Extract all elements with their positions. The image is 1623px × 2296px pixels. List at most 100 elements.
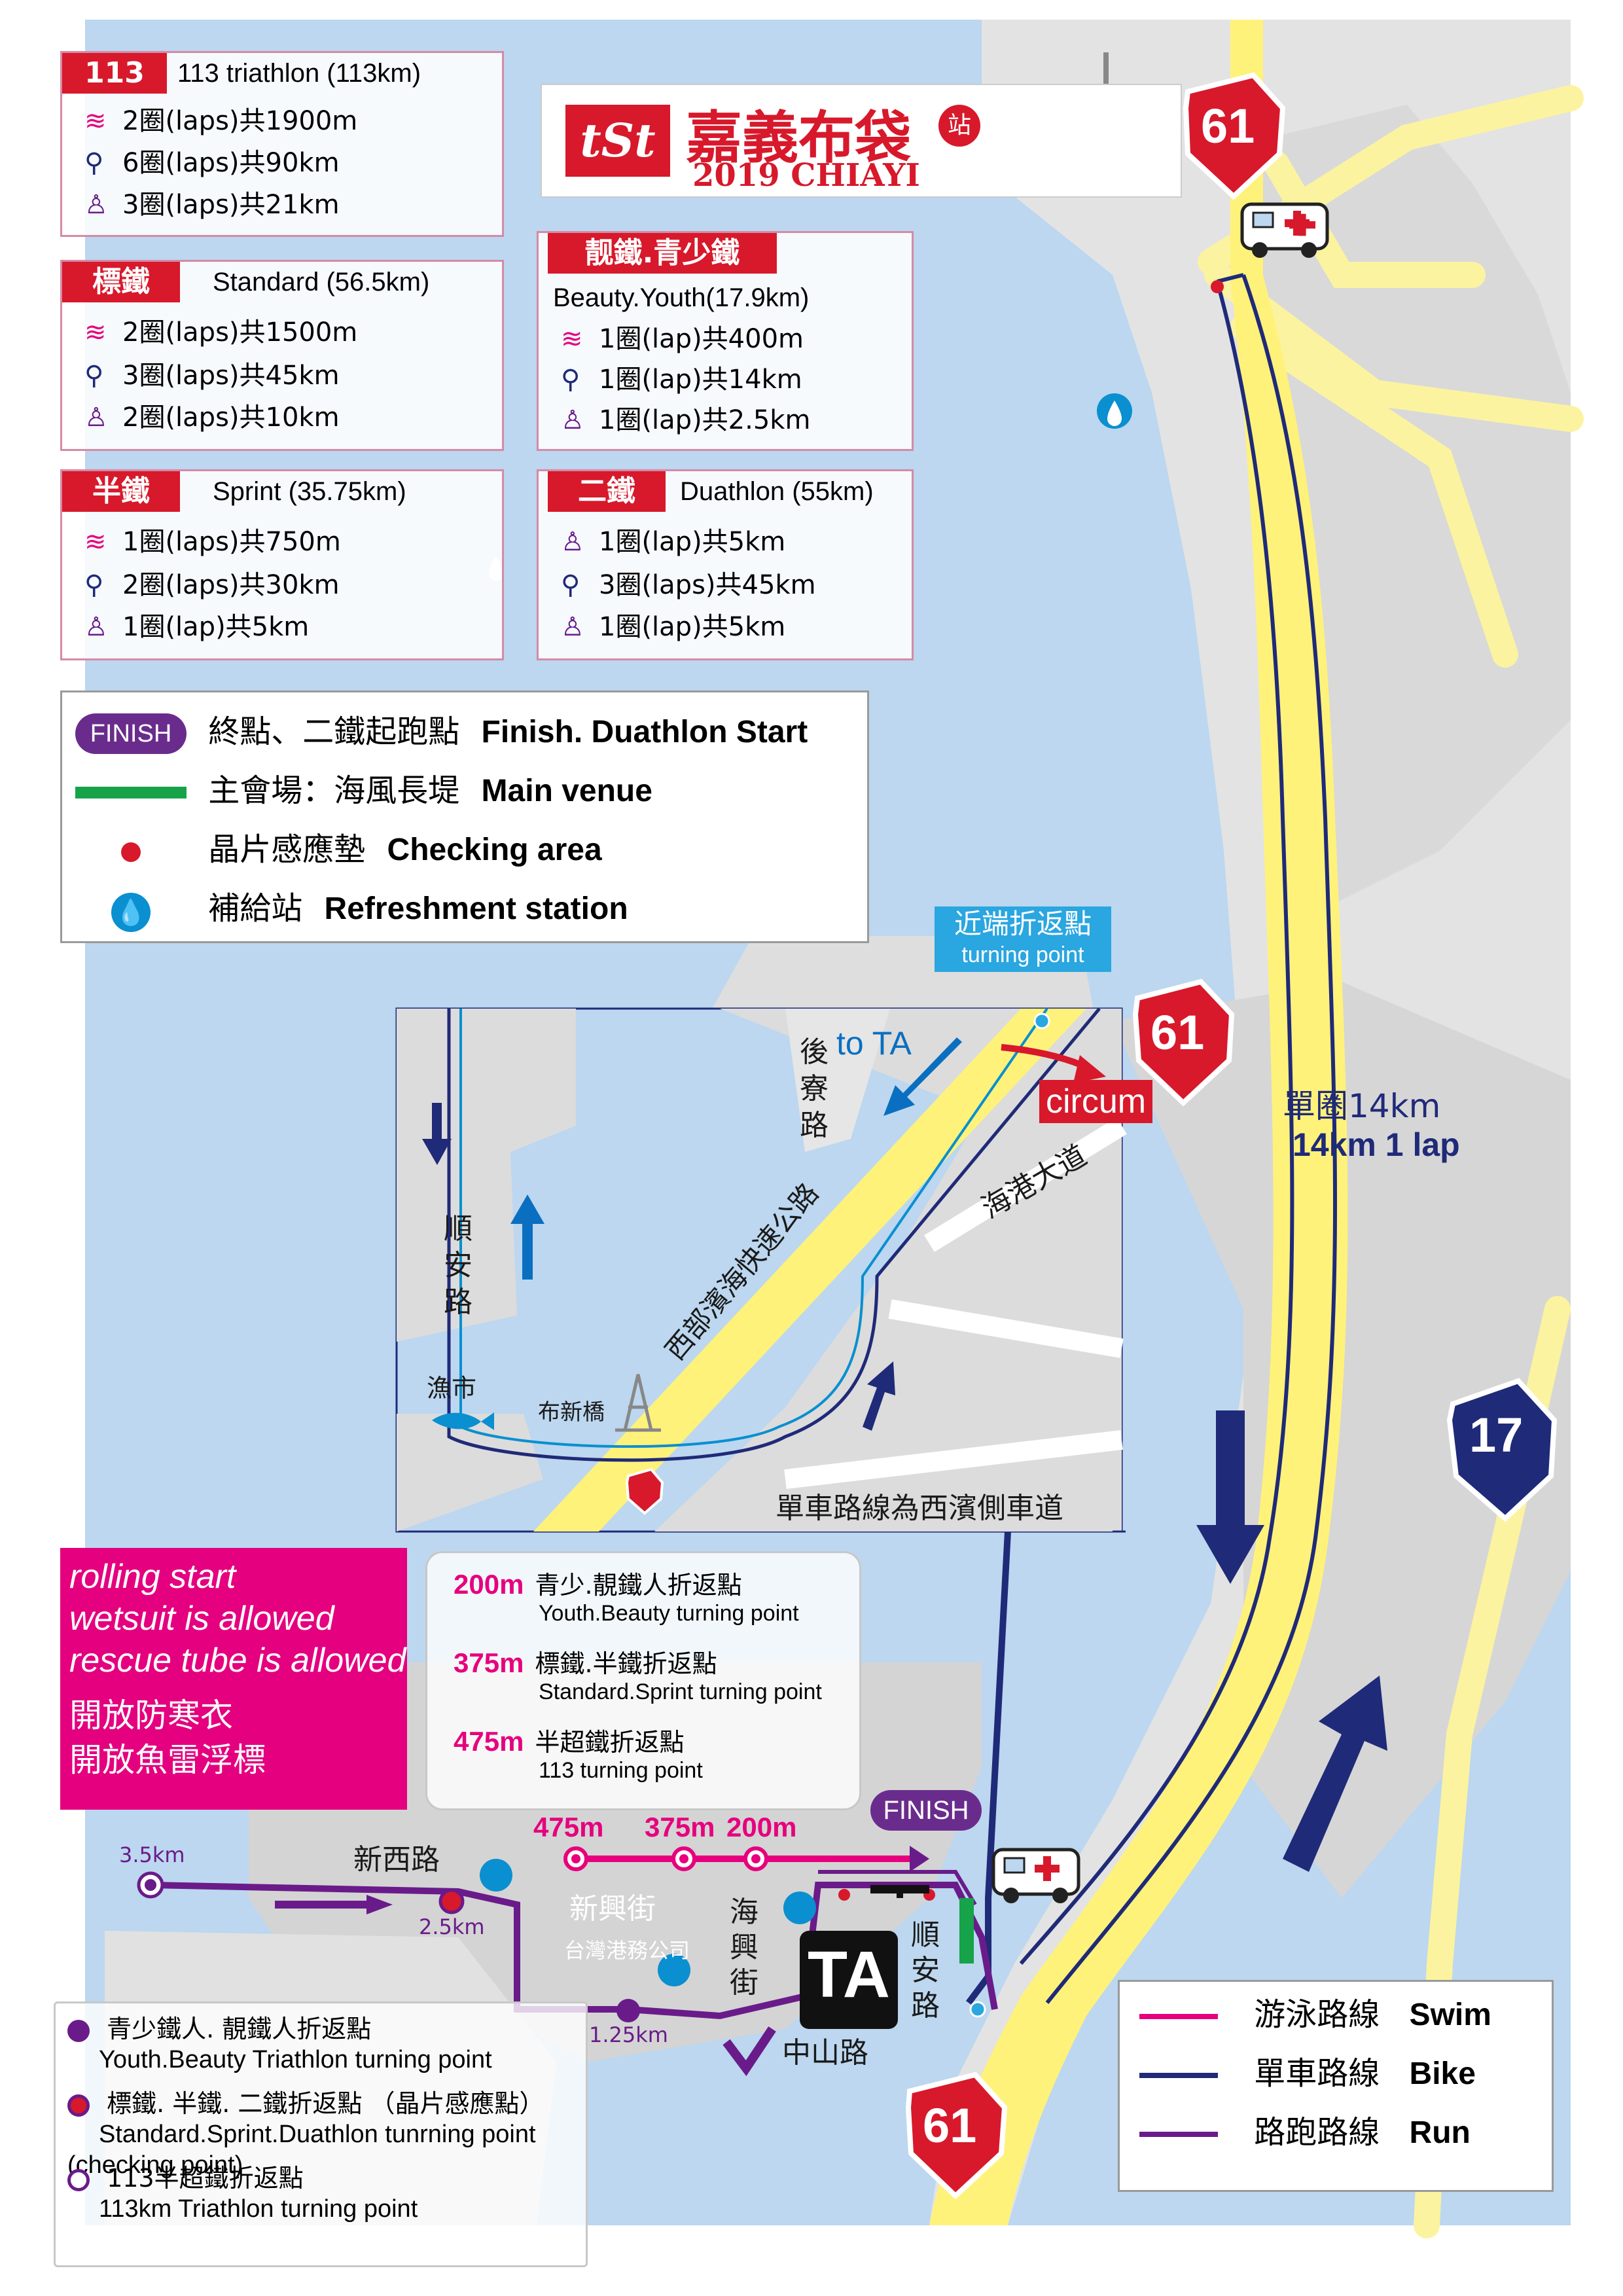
legend-cn: 游泳路線 <box>1254 1996 1380 2033</box>
race-row-text: 1圈(lap)共5km <box>599 612 786 642</box>
legend-finish: FINISH 終點、二鐵起跑點 Finish. Duathlon Start <box>75 706 808 758</box>
fish-market-label: 漁市 <box>427 1374 477 1403</box>
legend-checking: 晶片感應墊 Checking area <box>75 823 602 876</box>
bike-icon: ⚲ <box>84 570 104 600</box>
race-row-text: 2圈(laps)共1500m <box>122 317 358 348</box>
water-drop-icon: 💧 <box>75 884 187 937</box>
run-turn-row: 青少鐵人. 靚鐵人折返點 Youth.Beauty Triathlon turn… <box>67 2014 492 2075</box>
bridge-label: 布新橋 <box>538 1399 605 1426</box>
km-3.5-label: 3.5km <box>119 1842 185 1867</box>
legend-cn: 補給站 <box>208 890 303 927</box>
race-row-text: 1圈(laps)共750m <box>122 527 341 557</box>
title-badge: 站 <box>938 105 980 147</box>
near-turn-dot <box>1033 1013 1050 1030</box>
inset-land-west <box>397 1009 576 1342</box>
swim-turn-row: 200m 青少.靚鐵人折返點 Youth.Beauty turning poin… <box>454 1565 799 1626</box>
bike-icon: ⚲ <box>84 148 104 178</box>
highway-61-label: 61 <box>923 2098 977 2153</box>
race-row-text: 3圈(laps)共21km <box>122 190 340 220</box>
finish-badge: FINISH <box>75 713 187 754</box>
race-title: Standard (56.5km) <box>213 268 430 296</box>
lap-label-en: 14km 1 lap <box>1293 1126 1460 1163</box>
run-turn-en: Youth.Beauty Triathlon turning point <box>99 2046 492 2073</box>
inset-highway-61-shield <box>625 1467 664 1515</box>
checking-points <box>838 280 1224 1901</box>
legend-run: 路跑路線 Run <box>1139 2106 1471 2159</box>
bike-line <box>1139 2073 1218 2078</box>
race-row: ♙1圈(lap)共5km <box>561 606 785 645</box>
bike-route-connector <box>966 1531 1011 2005</box>
swim-turn-row: 475m 半超鐵折返點 113 turning point <box>454 1722 703 1784</box>
race-row: ⚲3圈(laps)共45km <box>84 355 340 394</box>
swim-info-box: rolling start wetsuit is allowed rescue … <box>60 1548 407 1810</box>
legend-cn: 主會場：海風長堤 <box>208 772 460 809</box>
race-row-text: 6圈(laps)共90km <box>122 148 340 178</box>
road-houliao-label: 後寮路 <box>800 1035 829 1142</box>
inset-arrow-bike-icon <box>863 1361 895 1431</box>
swim-icon: ≋ <box>84 317 107 348</box>
legend-en: Run <box>1409 2115 1471 2150</box>
red-dot <box>75 825 187 878</box>
swim-turn-en: 113 turning point <box>539 1758 703 1783</box>
race-row-text: 1圈(lap)共2.5km <box>599 405 811 435</box>
inset-arrow-to-ta-icon <box>883 1037 962 1116</box>
legend-en: Checking area <box>387 833 602 867</box>
legend-en: Refreshment station <box>324 891 628 926</box>
race-title: 113 triathlon (113km) <box>177 59 421 88</box>
legend-refreshment: 💧 補給站 Refreshment station <box>75 882 628 935</box>
swim-turn-dist: 200m <box>454 1569 524 1600</box>
legend-cn: 路跑路線 <box>1254 2114 1380 2151</box>
race-row-text: 3圈(laps)共45km <box>599 570 816 600</box>
race-row-text: 1圈(lap)共14km <box>599 365 802 395</box>
shunan-rd-label: 順安路 <box>911 1918 940 2022</box>
swim-icon: ≋ <box>561 324 583 354</box>
swim-turn-en: Standard.Sprint turning point <box>539 1679 822 1704</box>
near-turn-cn: 近端折返點 <box>954 908 1092 940</box>
swim-info-cn: 開放防寒衣 <box>69 1696 233 1734</box>
run-turn-cn: 青少鐵人. 靚鐵人折返點 <box>107 2015 372 2043</box>
circum-label: circum <box>1039 1080 1153 1123</box>
highway-61-band <box>929 20 1348 2225</box>
swim-info-cn: 開放魚雷浮標 <box>69 1741 266 1779</box>
race-tag: 半鐵 <box>62 471 180 512</box>
race-box-sprint: 半鐵 Sprint (35.75km) ≋1圈(laps)共750m ⚲2圈(l… <box>60 469 504 660</box>
transition-area-box <box>800 1931 898 2029</box>
fish-icon <box>432 1412 494 1430</box>
route-legend: 游泳路線 Swim 單車路線 Bike 路跑路線 Run <box>1118 1980 1554 2192</box>
legend-en: Swim <box>1409 1998 1491 2032</box>
main-venue-marker <box>959 1898 974 1964</box>
legend-bike: 單車路線 Bike <box>1139 2047 1476 2100</box>
race-box-113: 113 113 triathlon (113km) ≋2圈(laps)共1900… <box>60 51 504 237</box>
race-row: ♙2圈(laps)共10km <box>84 397 340 436</box>
highway-17-shield <box>1446 1378 1558 1522</box>
inset-bike-route <box>447 1007 1101 1462</box>
race-tag: 二鐵 <box>548 471 666 512</box>
run-turn-row: 113半超鐵折返點 113km Triathlon turning point <box>67 2163 418 2224</box>
inset-land-north <box>785 1009 890 1152</box>
zhongshan-rd-label: 中山路 <box>782 2036 868 2070</box>
highway-17-label: 17 <box>1469 1408 1524 1462</box>
run-route-2 <box>818 1870 977 1906</box>
run-turn-arrow-icon <box>722 2026 776 2077</box>
arrow-down-icon <box>1196 1410 1264 1584</box>
race-row: ♙1圈(lap)共5km <box>561 521 785 560</box>
bike-lane-note: 單車路線為西濱側車道 <box>776 1492 1063 1525</box>
bridge-icon <box>615 1374 661 1432</box>
race-row: ≋1圈(laps)共750m <box>84 521 341 560</box>
ambulance-icon <box>991 202 1329 1903</box>
run-turn-en: Standard.Sprint.Duathlon tunrning point … <box>67 2121 536 2179</box>
swim-icon: ≋ <box>84 106 107 136</box>
race-row: ≋ 2圈(laps)共1500m <box>84 312 357 351</box>
ring-dot <box>67 2168 90 2191</box>
inset-land-sw <box>397 1414 543 1532</box>
highway-61-shield <box>905 72 1286 2200</box>
run-turn-points <box>137 1871 640 2022</box>
race-row-text: 3圈(laps)共45km <box>122 361 340 391</box>
swim-turn-dist: 375m <box>454 1647 524 1678</box>
swim-turn-cn: 青少.靚鐵人折返點 <box>535 1571 742 1600</box>
run-turn-row: 標鐵. 半鐵. 二鐵折返點 （晶片感應點） Standard.Sprint.Du… <box>67 2089 586 2180</box>
red-purple-dot <box>67 2094 90 2117</box>
swim-line <box>1139 2014 1218 2019</box>
circum-arrow-icon <box>1073 1055 1106 1083</box>
run-icon: ♙ <box>84 190 108 220</box>
